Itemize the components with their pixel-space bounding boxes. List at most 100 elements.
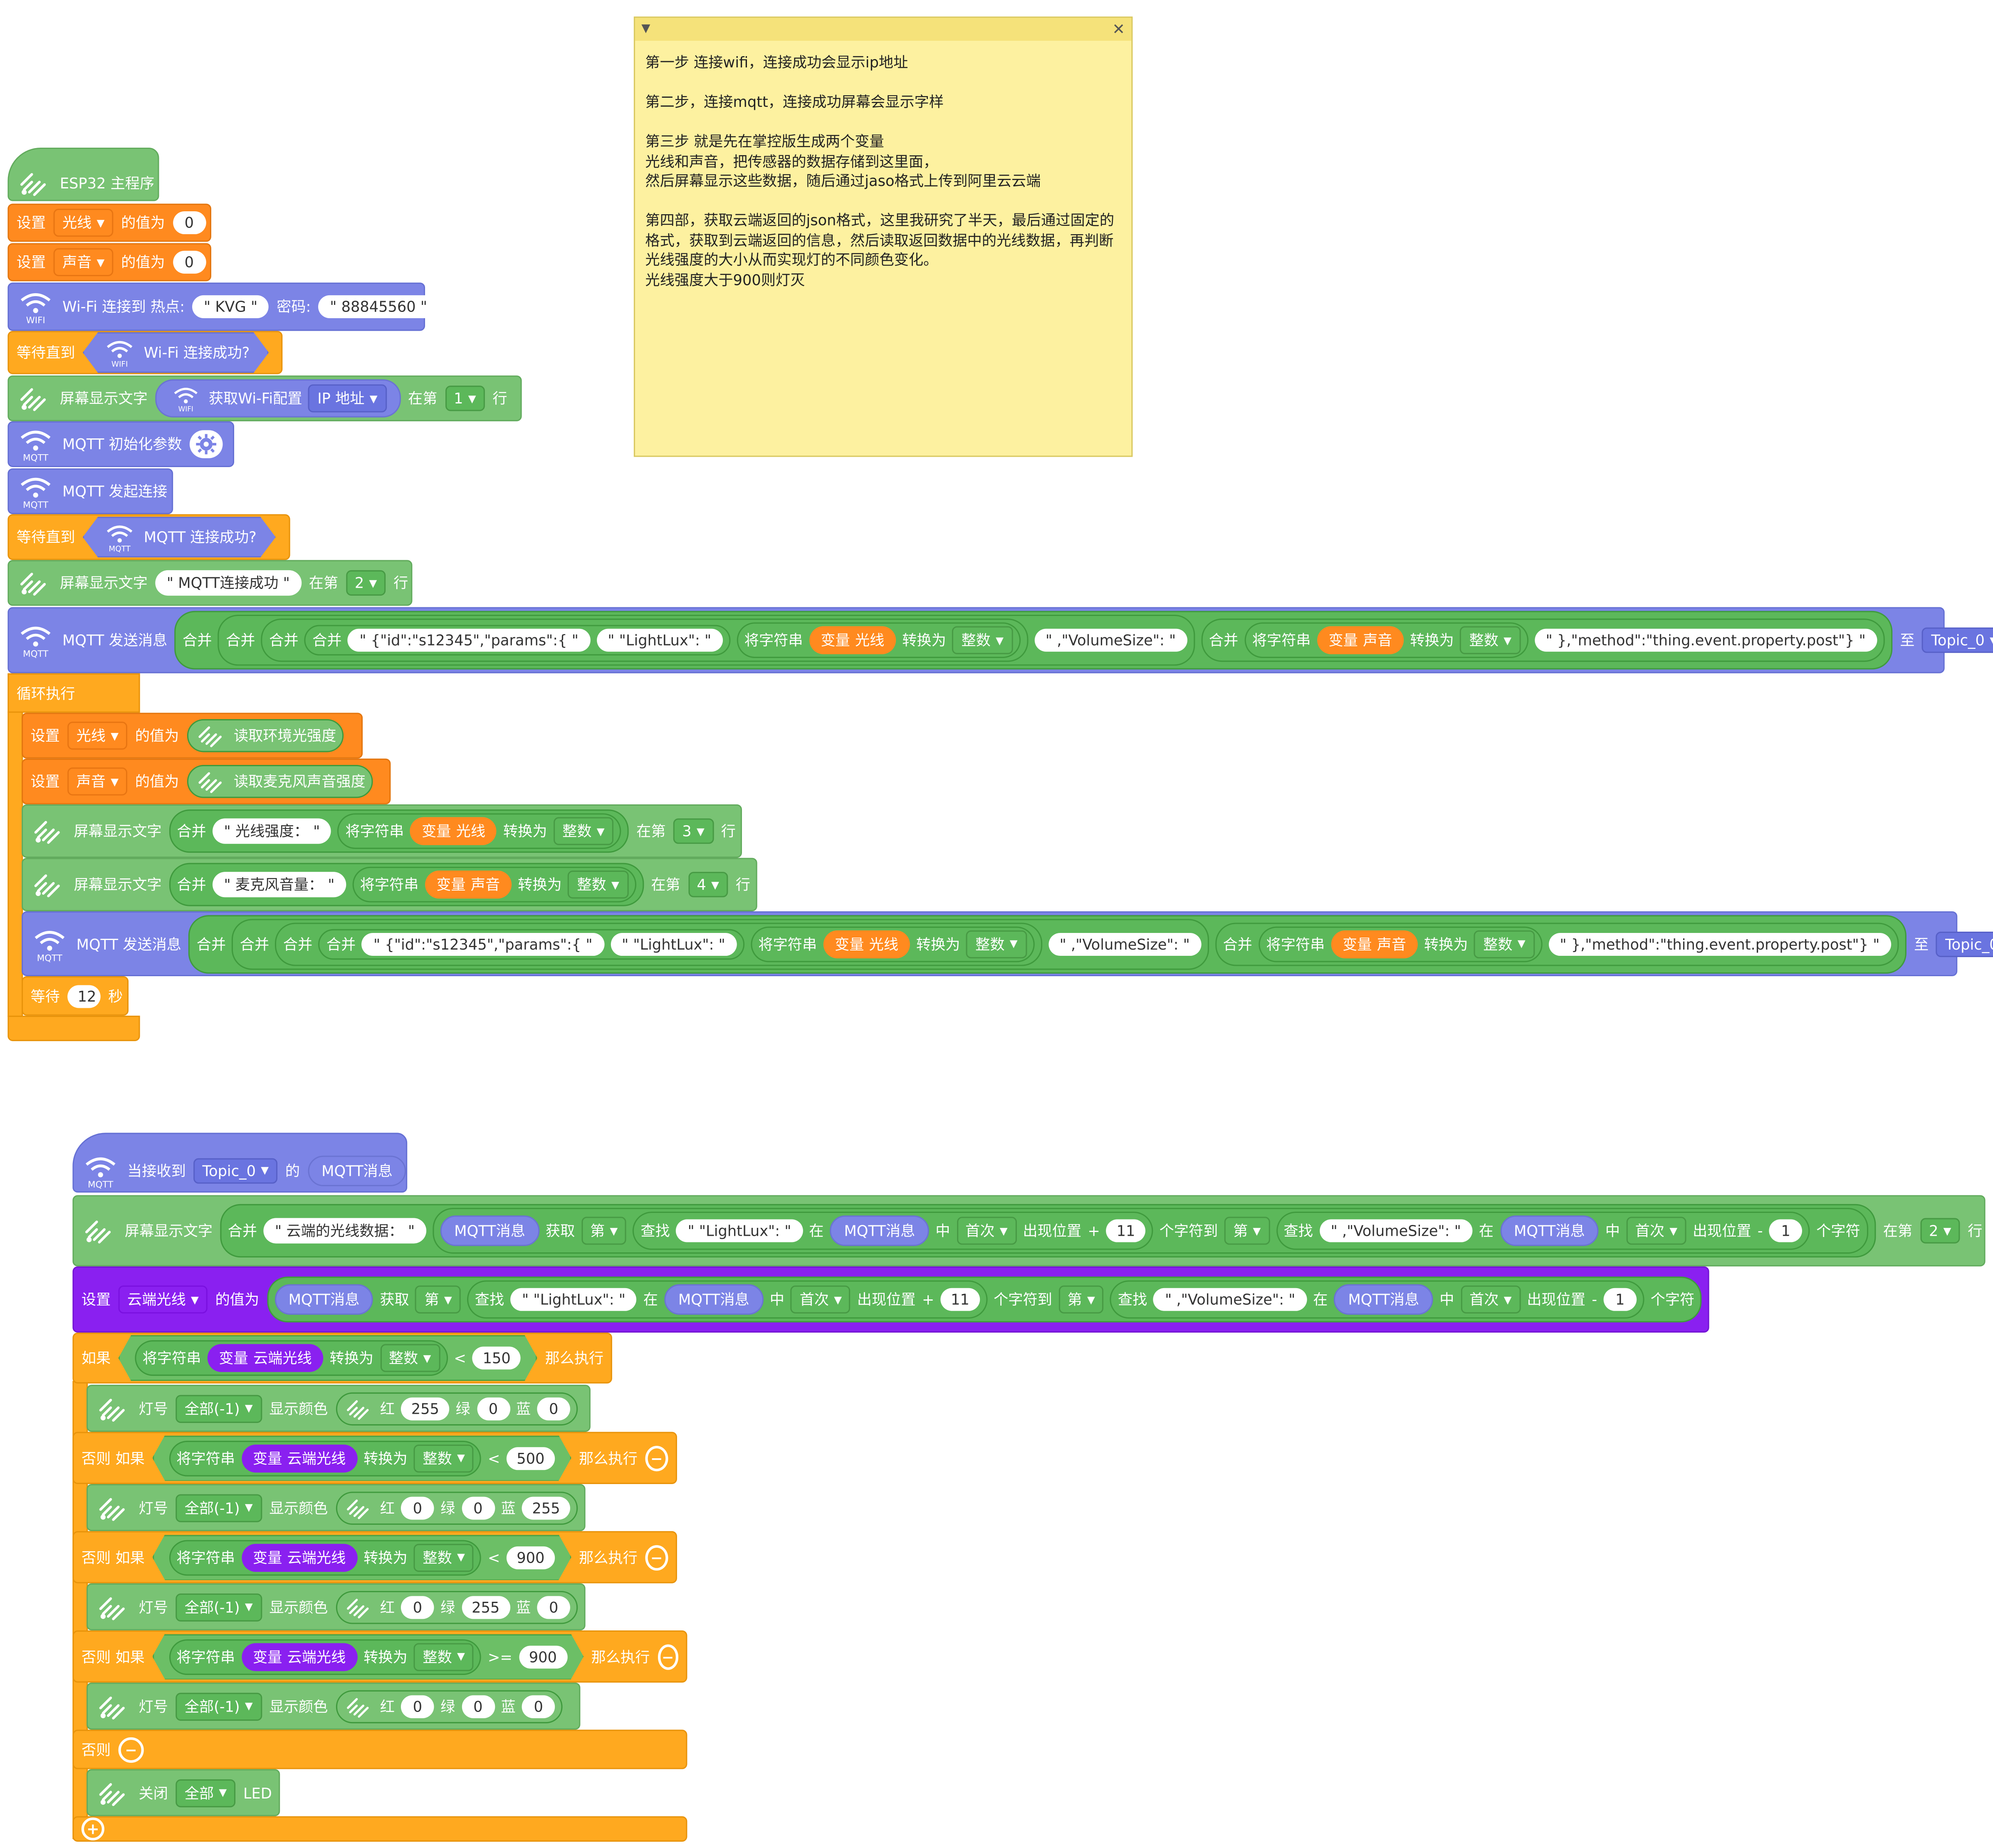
merge-block[interactable]: 合并 合并 合并 合并 " {"id":"s12345","params":{ …: [189, 914, 1906, 973]
first-dropdown[interactable]: 首次▼: [956, 1217, 1017, 1245]
number-input[interactable]: 0: [173, 250, 206, 274]
else-block[interactable]: 否则 −: [72, 1729, 687, 1769]
string-convert-block[interactable]: 将字符串 变量光线 转换为 整数▼: [737, 622, 1020, 658]
variable-sound[interactable]: 变量声音: [1317, 626, 1404, 654]
screen-text-mic-block[interactable]: 屏幕显示文字 合并 " 麦克风音量： " 将字符串 变量声音 转换为 整数▼ 在…: [22, 858, 757, 911]
lamp-dropdown[interactable]: 全部(-1)▼: [176, 1394, 262, 1422]
row-dropdown[interactable]: 1▼: [445, 386, 485, 411]
text-input[interactable]: " {"id":"s12345","params":{ ": [362, 932, 604, 955]
blue-input[interactable]: 0: [537, 1595, 571, 1618]
green-input[interactable]: 0: [461, 1695, 495, 1718]
mqtt-message-reporter[interactable]: MQTT消息: [830, 1215, 929, 1246]
row-dropdown[interactable]: 2▼: [1920, 1218, 1960, 1244]
variable-cloud-light[interactable]: 变量云端光线: [208, 1344, 323, 1372]
row-dropdown[interactable]: 2▼: [346, 570, 386, 596]
variable-sound[interactable]: 变量声音: [425, 871, 512, 899]
text-input[interactable]: " {"id":"s12345","params":{ ": [348, 628, 590, 652]
screen-text-ip-block[interactable]: 屏幕显示文字 WIFI 获取Wi-Fi配置 IP 地址▼ 在第 1▼ 行: [7, 375, 522, 421]
esp32-main-hat[interactable]: ESP32 主程序: [7, 147, 159, 201]
find-block[interactable]: 查找 " ,"VolumeSize": " 在 MQTT消息 中 首次▼ 出现位…: [1110, 1280, 1644, 1319]
less-than-condition[interactable]: 将字符串 变量云端光线 转换为 整数▼ < 900: [152, 1534, 571, 1580]
seconds-input[interactable]: 12: [67, 984, 101, 1007]
remove-branch-icon[interactable]: −: [118, 1737, 144, 1762]
comment-note[interactable]: ▼ ✕ 第一步 连接wifi，连接成功会显示ip地址第二步，连接mqtt，连接成…: [633, 16, 1133, 457]
set-light-block[interactable]: 设置 光线▼ 的值为 0: [7, 203, 211, 242]
wait-seconds-block[interactable]: 等待 12 秒: [22, 976, 129, 1016]
type-dropdown[interactable]: 整数▼: [966, 930, 1027, 958]
variable-cloud-light[interactable]: 变量云端光线: [241, 1444, 357, 1472]
merge-block[interactable]: 合并 合并 合并 合并 " {"id":"s12345","params":{ …: [175, 611, 1893, 670]
remove-branch-icon[interactable]: −: [645, 1544, 668, 1570]
string-convert-block[interactable]: 将字符串 变量光线 转换为 整数▼: [751, 926, 1034, 962]
text-input[interactable]: " 光线强度： ": [213, 818, 331, 844]
type-dropdown[interactable]: 整数▼: [380, 1344, 440, 1372]
type-dropdown[interactable]: 整数▼: [553, 817, 614, 845]
number-input[interactable]: 1: [1769, 1219, 1803, 1242]
wifi-connect-block[interactable]: WIFI Wi-Fi 连接到 热点: " KVG " 密码: " 8884556…: [7, 282, 439, 331]
set-sound-read-block[interactable]: 设置 声音▼ 的值为 读取麦克风声音强度: [22, 758, 391, 804]
wifi-connected-condition[interactable]: WIFI Wi-Fi 连接成功?: [83, 332, 269, 373]
find-block[interactable]: 查找 " "LightLux": " 在 MQTT消息 中 首次▼ 出现位置 +…: [633, 1212, 1153, 1250]
text-input[interactable]: " MQTT连接成功 ": [155, 570, 302, 596]
merge-block[interactable]: 合并 " 光线强度： " 将字符串 变量光线 转换为 整数▼: [169, 809, 629, 853]
blue-input[interactable]: 0: [537, 1397, 571, 1420]
merge-block[interactable]: 合并 将字符串 变量声音 转换为 整数▼ " },"method":"thing…: [1215, 922, 1899, 966]
else-if-block-1[interactable]: 否则 如果 将字符串 变量云端光线 转换为 整数▼ < 500 那么执行 −: [72, 1432, 677, 1484]
number-input[interactable]: 0: [173, 211, 206, 235]
string-convert-block[interactable]: 将字符串 变量云端光线 转换为 整数▼: [135, 1340, 448, 1376]
var-dropdown-light[interactable]: 光线▼: [53, 208, 114, 237]
triangle-down-icon[interactable]: ▼: [641, 23, 650, 36]
type-dropdown[interactable]: 整数▼: [952, 626, 1013, 654]
substring-block[interactable]: MQTT消息 获取 第▼ 查找 " "LightLux": " 在 MQTT消息…: [433, 1207, 1868, 1254]
topic-dropdown[interactable]: Topic_0▼: [1922, 627, 1993, 653]
number-input[interactable]: 1: [1603, 1288, 1637, 1311]
remove-branch-icon[interactable]: −: [657, 1643, 678, 1670]
number-input[interactable]: 11: [1106, 1219, 1145, 1242]
red-input[interactable]: 255: [401, 1397, 450, 1420]
less-than-condition[interactable]: 将字符串 变量云端光线 转换为 整数▼ < 150: [119, 1335, 538, 1381]
ssid-input[interactable]: " KVG ": [192, 295, 269, 318]
else-if-block-2[interactable]: 否则 如果 将字符串 变量云端光线 转换为 整数▼ < 900 那么执行 −: [72, 1531, 677, 1583]
set-cloud-light-block[interactable]: 设置 云端光线▼ 的值为 MQTT消息 获取 第▼ 查找 " "LightLux…: [72, 1266, 1709, 1333]
mqtt-message-reporter[interactable]: MQTT消息: [1334, 1284, 1433, 1315]
ip-dropdown[interactable]: IP 地址▼: [308, 384, 386, 413]
lamp-dropdown[interactable]: 全部(-1)▼: [176, 1692, 262, 1720]
string-convert-block[interactable]: 将字符串 变量云端光线 转换为 整数▼: [169, 1539, 482, 1575]
variable-cloud-light[interactable]: 变量云端光线: [241, 1543, 357, 1571]
blue-input[interactable]: 0: [522, 1695, 555, 1718]
topic-dropdown[interactable]: Topic_0▼: [193, 1158, 278, 1183]
variable-sound[interactable]: 变量声音: [1331, 930, 1418, 958]
merge-block[interactable]: 合并 将字符串 变量声音 转换为 整数▼ " },"method":"thing…: [1201, 618, 1885, 662]
merge-block[interactable]: 合并 " {"id":"s12345","params":{ " " "Ligh…: [319, 928, 744, 959]
variable-cloud-light[interactable]: 变量云端光线: [241, 1643, 357, 1670]
read-light-reporter[interactable]: 读取环境光强度: [186, 719, 344, 752]
set-sound-block[interactable]: 设置 声音▼ 的值为 0: [7, 243, 211, 282]
note-text[interactable]: 第一步 连接wifi，连接成功会显示ip地址第二步，连接mqtt，连接成功屏幕会…: [635, 41, 1131, 323]
first-dropdown[interactable]: 首次▼: [791, 1285, 851, 1314]
screen-text-light-block[interactable]: 屏幕显示文字 合并 " 光线强度： " 将字符串 变量光线 转换为 整数▼ 在第…: [22, 804, 742, 858]
password-input[interactable]: " 88845560 ": [318, 295, 439, 318]
text-input[interactable]: " 麦克风音量： ": [213, 872, 346, 898]
led-target-dropdown[interactable]: 全部▼: [176, 1779, 236, 1807]
string-convert-block[interactable]: 将字符串 变量声音 转换为 整数▼: [352, 866, 636, 903]
led-off-block[interactable]: 关闭 全部▼ LED: [87, 1769, 280, 1816]
mqtt-message-reporter[interactable]: MQTT消息: [664, 1284, 764, 1315]
string-convert-block[interactable]: 将字符串 变量光线 转换为 整数▼: [338, 813, 621, 849]
set-light-read-block[interactable]: 设置 光线▼ 的值为 读取环境光强度: [22, 712, 363, 759]
number-input[interactable]: 900: [519, 1645, 567, 1668]
close-icon[interactable]: ✕: [1112, 20, 1125, 38]
row-dropdown[interactable]: 3▼: [673, 818, 714, 844]
type-dropdown[interactable]: 整数▼: [414, 1543, 474, 1571]
number-input[interactable]: 150: [472, 1346, 521, 1369]
string-convert-block[interactable]: 将字符串 变量声音 转换为 整数▼: [1244, 622, 1528, 658]
mqtt-message-reporter[interactable]: MQTT消息: [1500, 1215, 1599, 1246]
nth-dropdown[interactable]: 第▼: [1224, 1217, 1270, 1245]
mqtt-init-block[interactable]: MQTT MQTT 初始化参数: [7, 421, 235, 468]
text-input[interactable]: " },"method":"thing.event.property.post"…: [1534, 628, 1877, 652]
